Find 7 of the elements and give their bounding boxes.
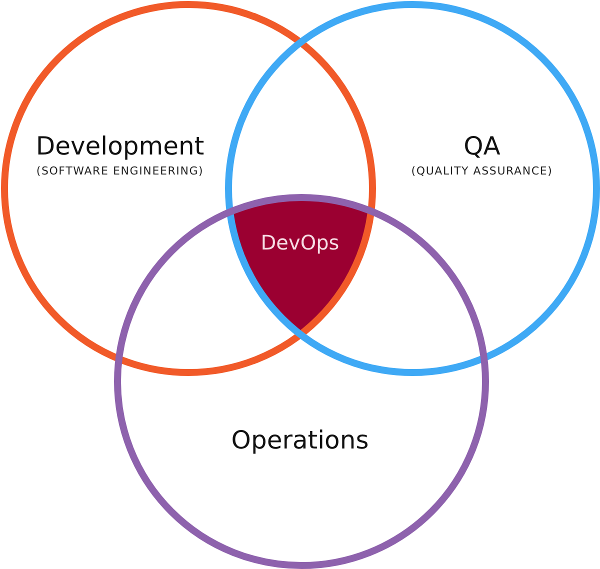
circle-title: QA [464, 132, 500, 162]
circle-title: Operations [231, 426, 369, 456]
circle-title: Development [36, 132, 204, 162]
venn-circle [114, 194, 488, 568]
circle-subtitle: (SOFTWARE ENGINEERING) [36, 166, 204, 178]
overlap-label: DevOps [260, 231, 340, 254]
circle-subtitle: (QUALITY ASSURANCE) [411, 166, 553, 178]
